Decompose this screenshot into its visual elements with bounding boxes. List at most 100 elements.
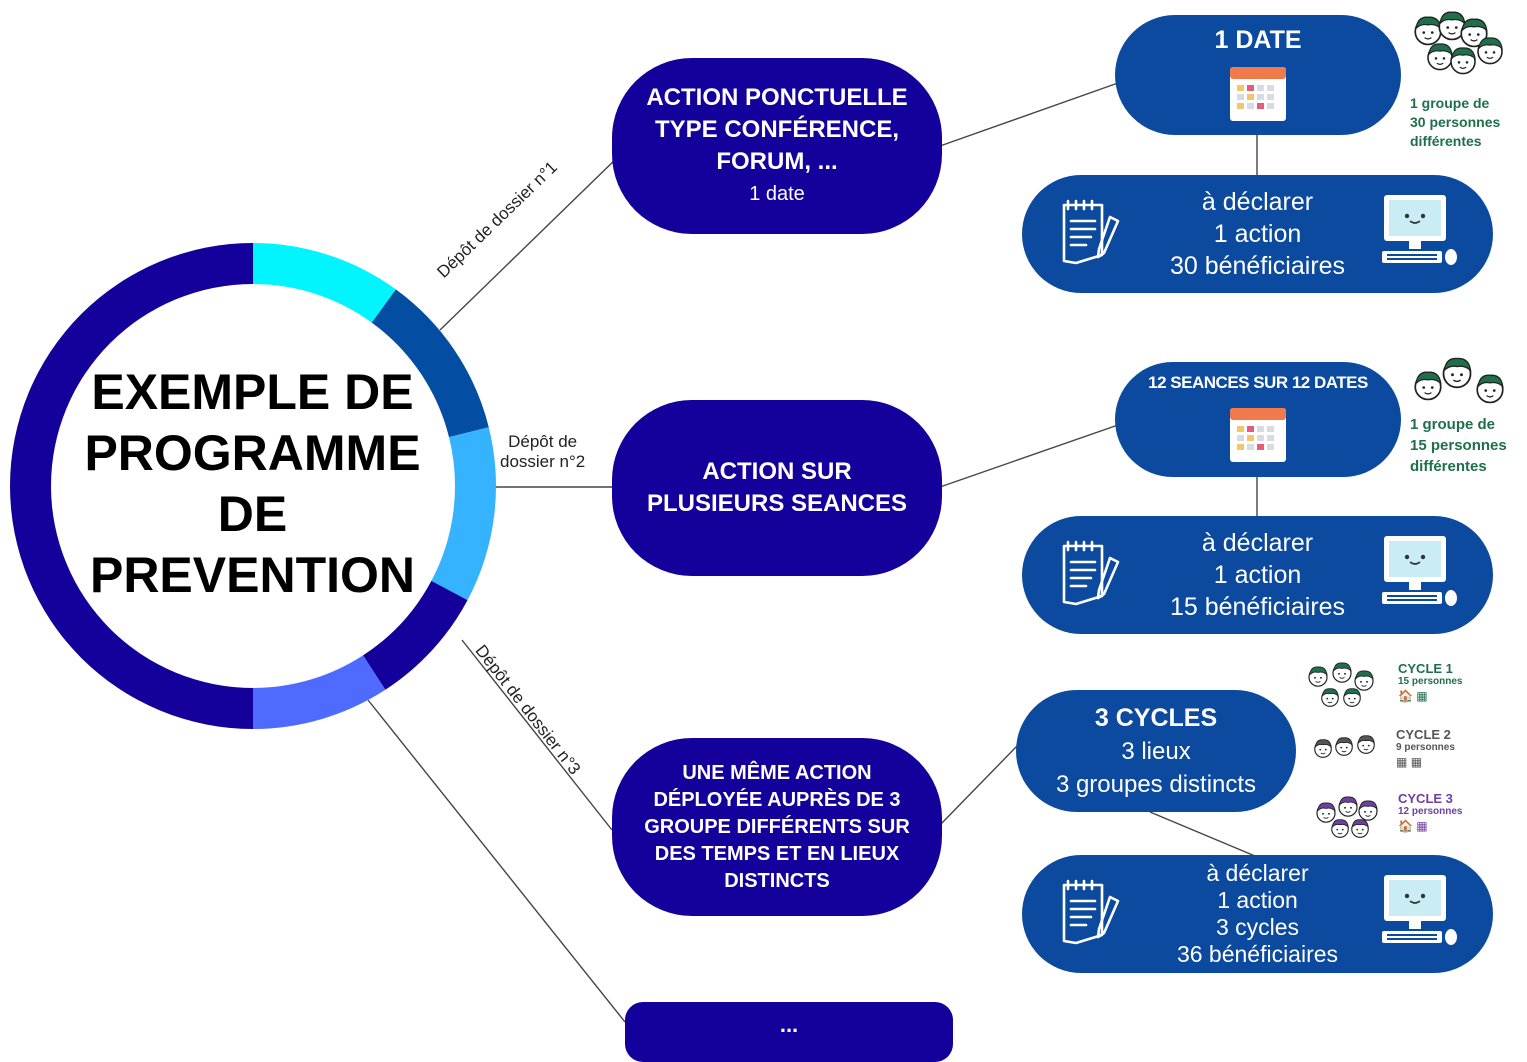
people-icon [1319,686,1341,713]
action-node-title: TYPE CONFÉRENCE, [654,116,900,143]
group-label-line: 1 groupe de [1410,95,1490,111]
people-icon [1330,660,1354,689]
cycle-title: CYCLE 2 [1396,727,1451,742]
declare-node-line: à déclarer [1201,529,1314,557]
cycle-subtitle: 15 personnes [1398,676,1463,687]
people-icon [1349,817,1371,844]
cycle-place-icons: ▦ ▦ [1396,754,1455,770]
people-icon [1356,798,1380,827]
cycles-node-line: 3 lieux [1121,737,1191,765]
people-icon [1457,15,1491,54]
people-icon [1411,368,1445,407]
ring-segment [10,243,253,729]
action-node-title: DES TEMPS ET EN LIEUX [654,842,900,865]
action-node-subtitle: 1 date [749,183,805,205]
declare-node-line: 1 action [1213,561,1302,589]
house-icon: 🏠 [1398,819,1413,833]
action-node-title: DISTINCTS [724,869,830,892]
action-node-ponctuelle[interactable]: ACTION PONCTUELLE TYPE CONFÉRENCE, FORUM… [612,58,942,234]
building-icon: ▦ [1416,689,1428,703]
people-icon [1314,800,1338,829]
people-icon [1447,44,1479,81]
action-node-title: GROUPE DIFFÉRENTS SUR [644,815,910,838]
edge-label-dossier-2: Dépôt de dossier n°2 [500,432,585,472]
people-icon [1341,686,1363,713]
cycles-node-title: 3 CYCLES [1094,703,1218,732]
group-label-2: 1 groupe de 15 personnes différentes [1410,414,1507,477]
computer-icon [1378,532,1460,617]
people-icon [1355,733,1377,760]
declare-node-line: 15 bénéficiaires [1169,593,1346,621]
cycles-node-line: 3 groupes distincts [1055,770,1257,798]
building-icon: ▦ [1396,755,1408,769]
action-node-title: FORUM, ... [716,148,838,175]
action-node-title: ACTION SUR [702,458,852,485]
group-label-line: 1 groupe de [1410,416,1496,433]
declare-node-line: 1 action [1217,887,1298,913]
notepad-icon [1058,536,1128,615]
ring-segment [253,655,386,729]
ring-segment [431,427,496,601]
computer-icon [1378,871,1460,956]
house-icon: 🏠 [1398,689,1413,703]
ring-segment [363,580,468,690]
cycle-item-2: CYCLE 2 9 personnes ▦ ▦ [1396,728,1455,770]
group-label-line: différentes [1410,133,1482,149]
people-icon [1336,794,1360,823]
building-icon: ▦ [1416,819,1428,833]
people-icon [1312,737,1334,764]
edge-label-dossier-2-line: dossier n°2 [500,452,586,471]
notepad-icon [1058,875,1128,954]
cycle-item-3: CYCLE 3 12 personnes 🏠 ▦ [1398,792,1462,834]
cycle-subtitle: 9 personnes [1396,742,1455,753]
center-title-line: PREVENTION [89,547,416,603]
people-icon [1306,664,1330,693]
date-node-title: 1 DATE [1214,26,1302,54]
date-node-1[interactable]: 1 DATE [1115,15,1401,135]
group-label-line: 15 personnes [1410,437,1507,454]
cycles-node[interactable]: 3 CYCLES 3 lieux 3 groupes distincts [1016,690,1296,812]
cycle-place-icons: 🏠 ▦ [1398,818,1462,834]
people-icon [1474,34,1506,71]
group-label-line: 30 personnes [1410,114,1501,130]
action-node-title: UNE MÊME ACTION [682,761,872,784]
building-icon: ▦ [1410,755,1423,769]
calendar-icon [1230,67,1286,121]
date-node-title: 12 SEANCES SUR 12 DATES [1148,373,1368,392]
people-icon [1329,817,1351,844]
declare-node-line: à déclarer [1206,860,1309,886]
people-icon [1439,354,1475,395]
cycle-subtitle: 12 personnes [1398,806,1463,817]
date-node-2[interactable]: 12 SEANCES SUR 12 DATES [1115,362,1401,477]
people-icon [1352,668,1376,697]
center-title: EXEMPLE DE PROGRAMME DE PREVENTION [55,362,450,606]
group-label-1: 1 groupe de 30 personnes différentes [1410,94,1500,151]
people-icon [1435,8,1469,47]
program-ring [10,243,496,729]
center-title-line: DE [217,486,288,542]
action-node-plusieurs-seances[interactable]: ACTION SUR PLUSIEURS SEANCES [612,400,942,576]
declare-node-line: à déclarer [1201,188,1314,216]
people-icon [1333,735,1355,762]
ring-segment [371,289,489,438]
ring-segments [10,243,496,729]
calendar-icon [1230,408,1286,462]
action-node-title: PLUSIEURS SEANCES [646,490,908,517]
people-icon [1473,371,1507,410]
cycle-title: CYCLE 1 [1398,661,1453,676]
computer-icon [1378,191,1460,276]
declare-node-line: 3 cycles [1215,914,1300,940]
center-title-line: PROGRAMME [84,425,421,481]
edge-label-dossier-2-line: Dépôt de [508,432,578,451]
action-node-title: ACTION PONCTUELLE [646,84,908,111]
declare-node-line: 36 bénéficiaires [1176,941,1339,967]
notepad-icon [1058,195,1128,274]
people-icon [1411,13,1445,52]
cycle-place-icons: 🏠 ▦ [1398,688,1462,704]
declare-node-line: 1 action [1213,220,1302,248]
action-node-more[interactable]: ... [625,1002,953,1062]
action-node-meme-action[interactable]: UNE MÊME ACTION DÉPLOYÉE AUPRÈS DE 3 GRO… [612,738,942,916]
declare-node-line: 30 bénéficiaires [1169,252,1346,280]
action-node-title: DÉPLOYÉE AUPRÈS DE 3 [653,788,901,811]
cycle-title: CYCLE 3 [1398,791,1453,806]
